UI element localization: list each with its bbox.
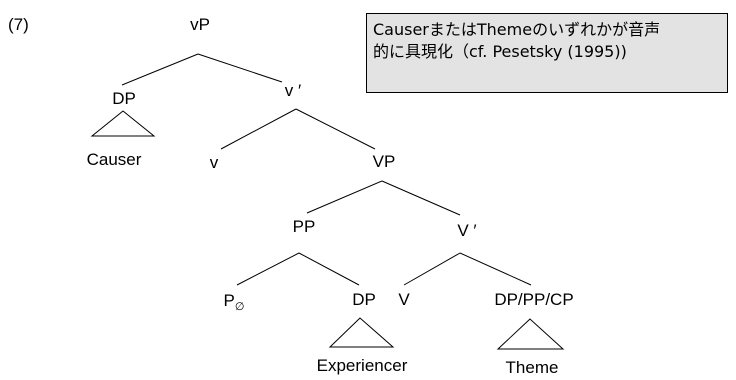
edge-Vbar-DP-PP-CP — [459, 252, 532, 286]
node-VP: VP — [373, 152, 396, 171]
node-PP: PP — [293, 217, 316, 236]
example-number: (7) — [8, 15, 29, 34]
node-dp-pp-cp: DP/PP/CP — [494, 290, 573, 309]
note-box: CauserまたはThemeのいずれかが音声 的に具現化（cf. Pesetsk… — [366, 13, 728, 93]
node-P: P∅ — [224, 291, 245, 313]
edge-VP-PP — [306, 180, 383, 214]
node-P-subscript: ∅ — [235, 301, 245, 313]
node-V: V — [398, 290, 410, 309]
node-vP: vP — [190, 15, 210, 34]
edge-VP-Vbar — [381, 180, 461, 216]
edge-PP-P — [236, 252, 300, 286]
edge-PP-DP — [298, 252, 360, 286]
node-v: v — [210, 153, 219, 172]
node-dp-experiencer: DP — [352, 290, 376, 309]
edge-Vbar-V — [403, 252, 461, 286]
node-causer: Causer — [87, 150, 142, 169]
node-experiencer: Experiencer — [317, 356, 408, 375]
edge-vP-vbar — [197, 53, 283, 83]
note-line-2: 的に具現化（cf. Pesetsky (1995)) — [373, 42, 627, 61]
node-dp-causer: DP — [112, 89, 136, 108]
node-v-bar-upper: V ′ — [457, 221, 476, 240]
edge-vbar-v — [220, 108, 297, 150]
triangle-experiencer — [328, 317, 395, 348]
edge-vP-DP — [121, 53, 199, 86]
node-theme: Theme — [506, 358, 559, 377]
edge-vbar-VP — [295, 108, 376, 150]
node-v-bar: v ′ — [285, 81, 301, 100]
note-line-1: CauserまたはThemeのいずれかが音声 — [373, 20, 661, 39]
node-P-label: P — [224, 291, 235, 310]
triangle-causer — [90, 110, 156, 137]
triangle-theme — [496, 318, 565, 350]
